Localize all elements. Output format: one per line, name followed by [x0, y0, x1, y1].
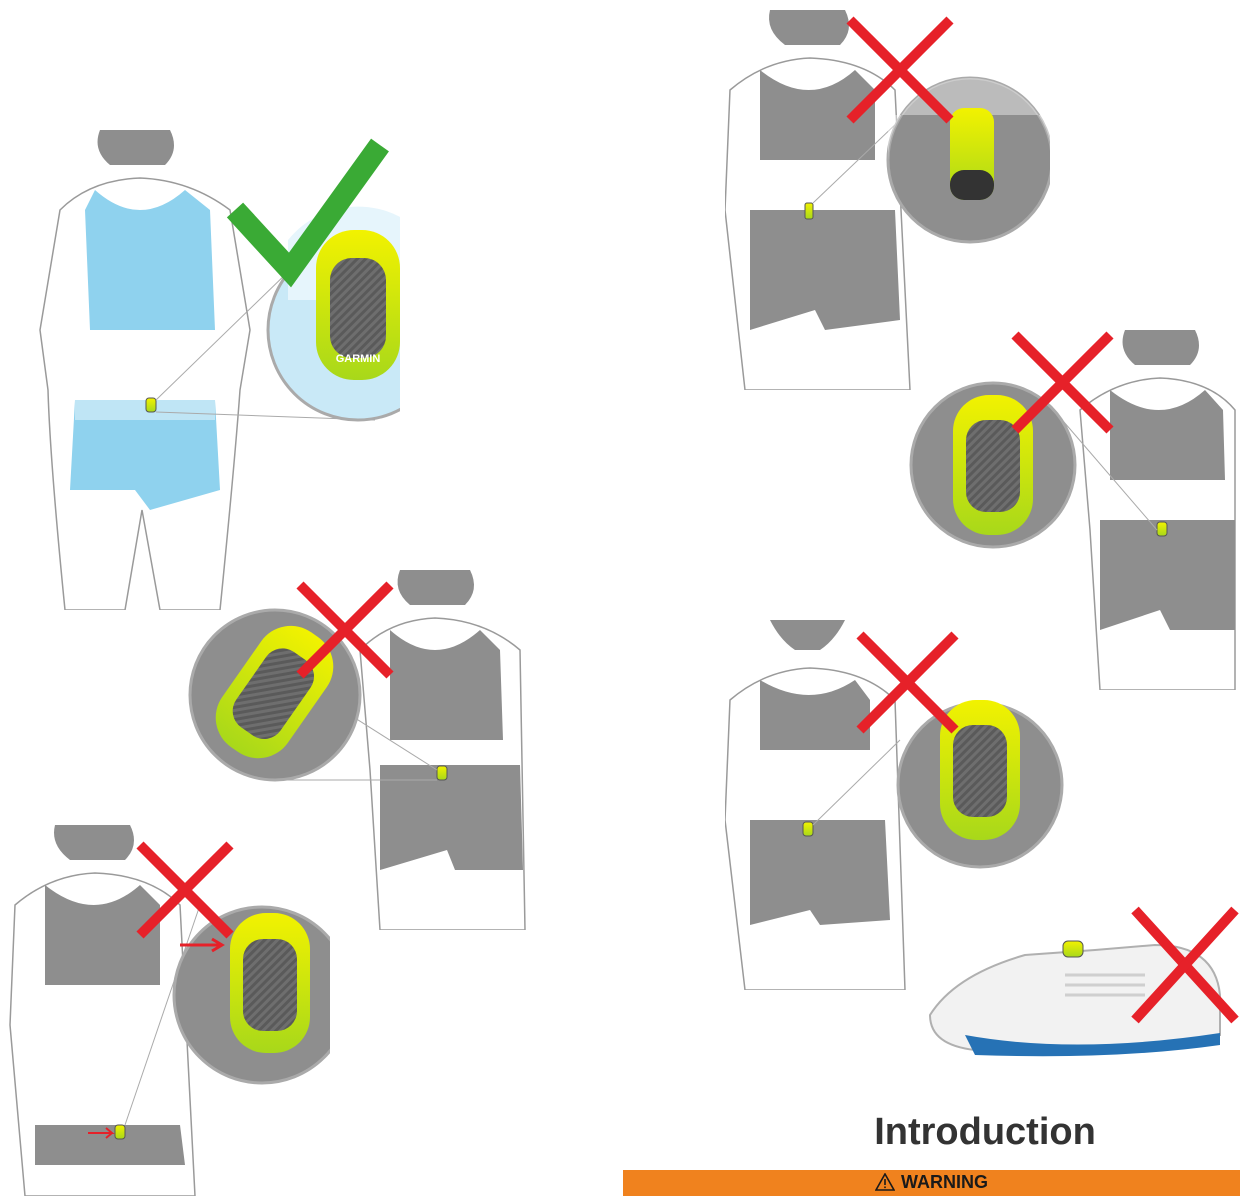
pod-on-waistband — [1157, 522, 1167, 536]
pod-on-waistband — [146, 398, 156, 412]
pod-on-waistband — [805, 203, 813, 219]
cross-icon — [1015, 335, 1110, 430]
runner-figure — [10, 825, 195, 1196]
runner-figure — [360, 570, 525, 930]
warning-banner: WARNING — [623, 1170, 1240, 1196]
runner-figure — [1080, 330, 1235, 690]
pod-brand-text: GARMIN — [336, 353, 381, 365]
magnifier-callout — [911, 383, 1075, 547]
pod-on-waistband — [115, 1125, 125, 1139]
section-heading: Introduction — [840, 1108, 1130, 1156]
magnifier-callout — [898, 700, 1062, 867]
figure-shoe-placement — [915, 905, 1240, 1065]
figure-correct-placement: GARMIN — [30, 130, 400, 610]
cross-icon — [140, 845, 230, 935]
magnifier-callout — [174, 907, 330, 1083]
magnifier-callout: GARMIN — [268, 207, 400, 420]
warning-label: WARNING — [901, 1170, 988, 1194]
runner-figure — [725, 620, 905, 990]
pod-on-waistband — [803, 822, 813, 836]
magnifier-callout — [888, 78, 1050, 242]
runner-figure — [725, 10, 910, 390]
pod-on-waistband — [437, 766, 447, 780]
cross-icon — [860, 635, 955, 730]
figure-off-center-placement — [0, 825, 330, 1196]
runner-figure — [40, 130, 250, 610]
warning-triangle-icon — [875, 1173, 895, 1191]
